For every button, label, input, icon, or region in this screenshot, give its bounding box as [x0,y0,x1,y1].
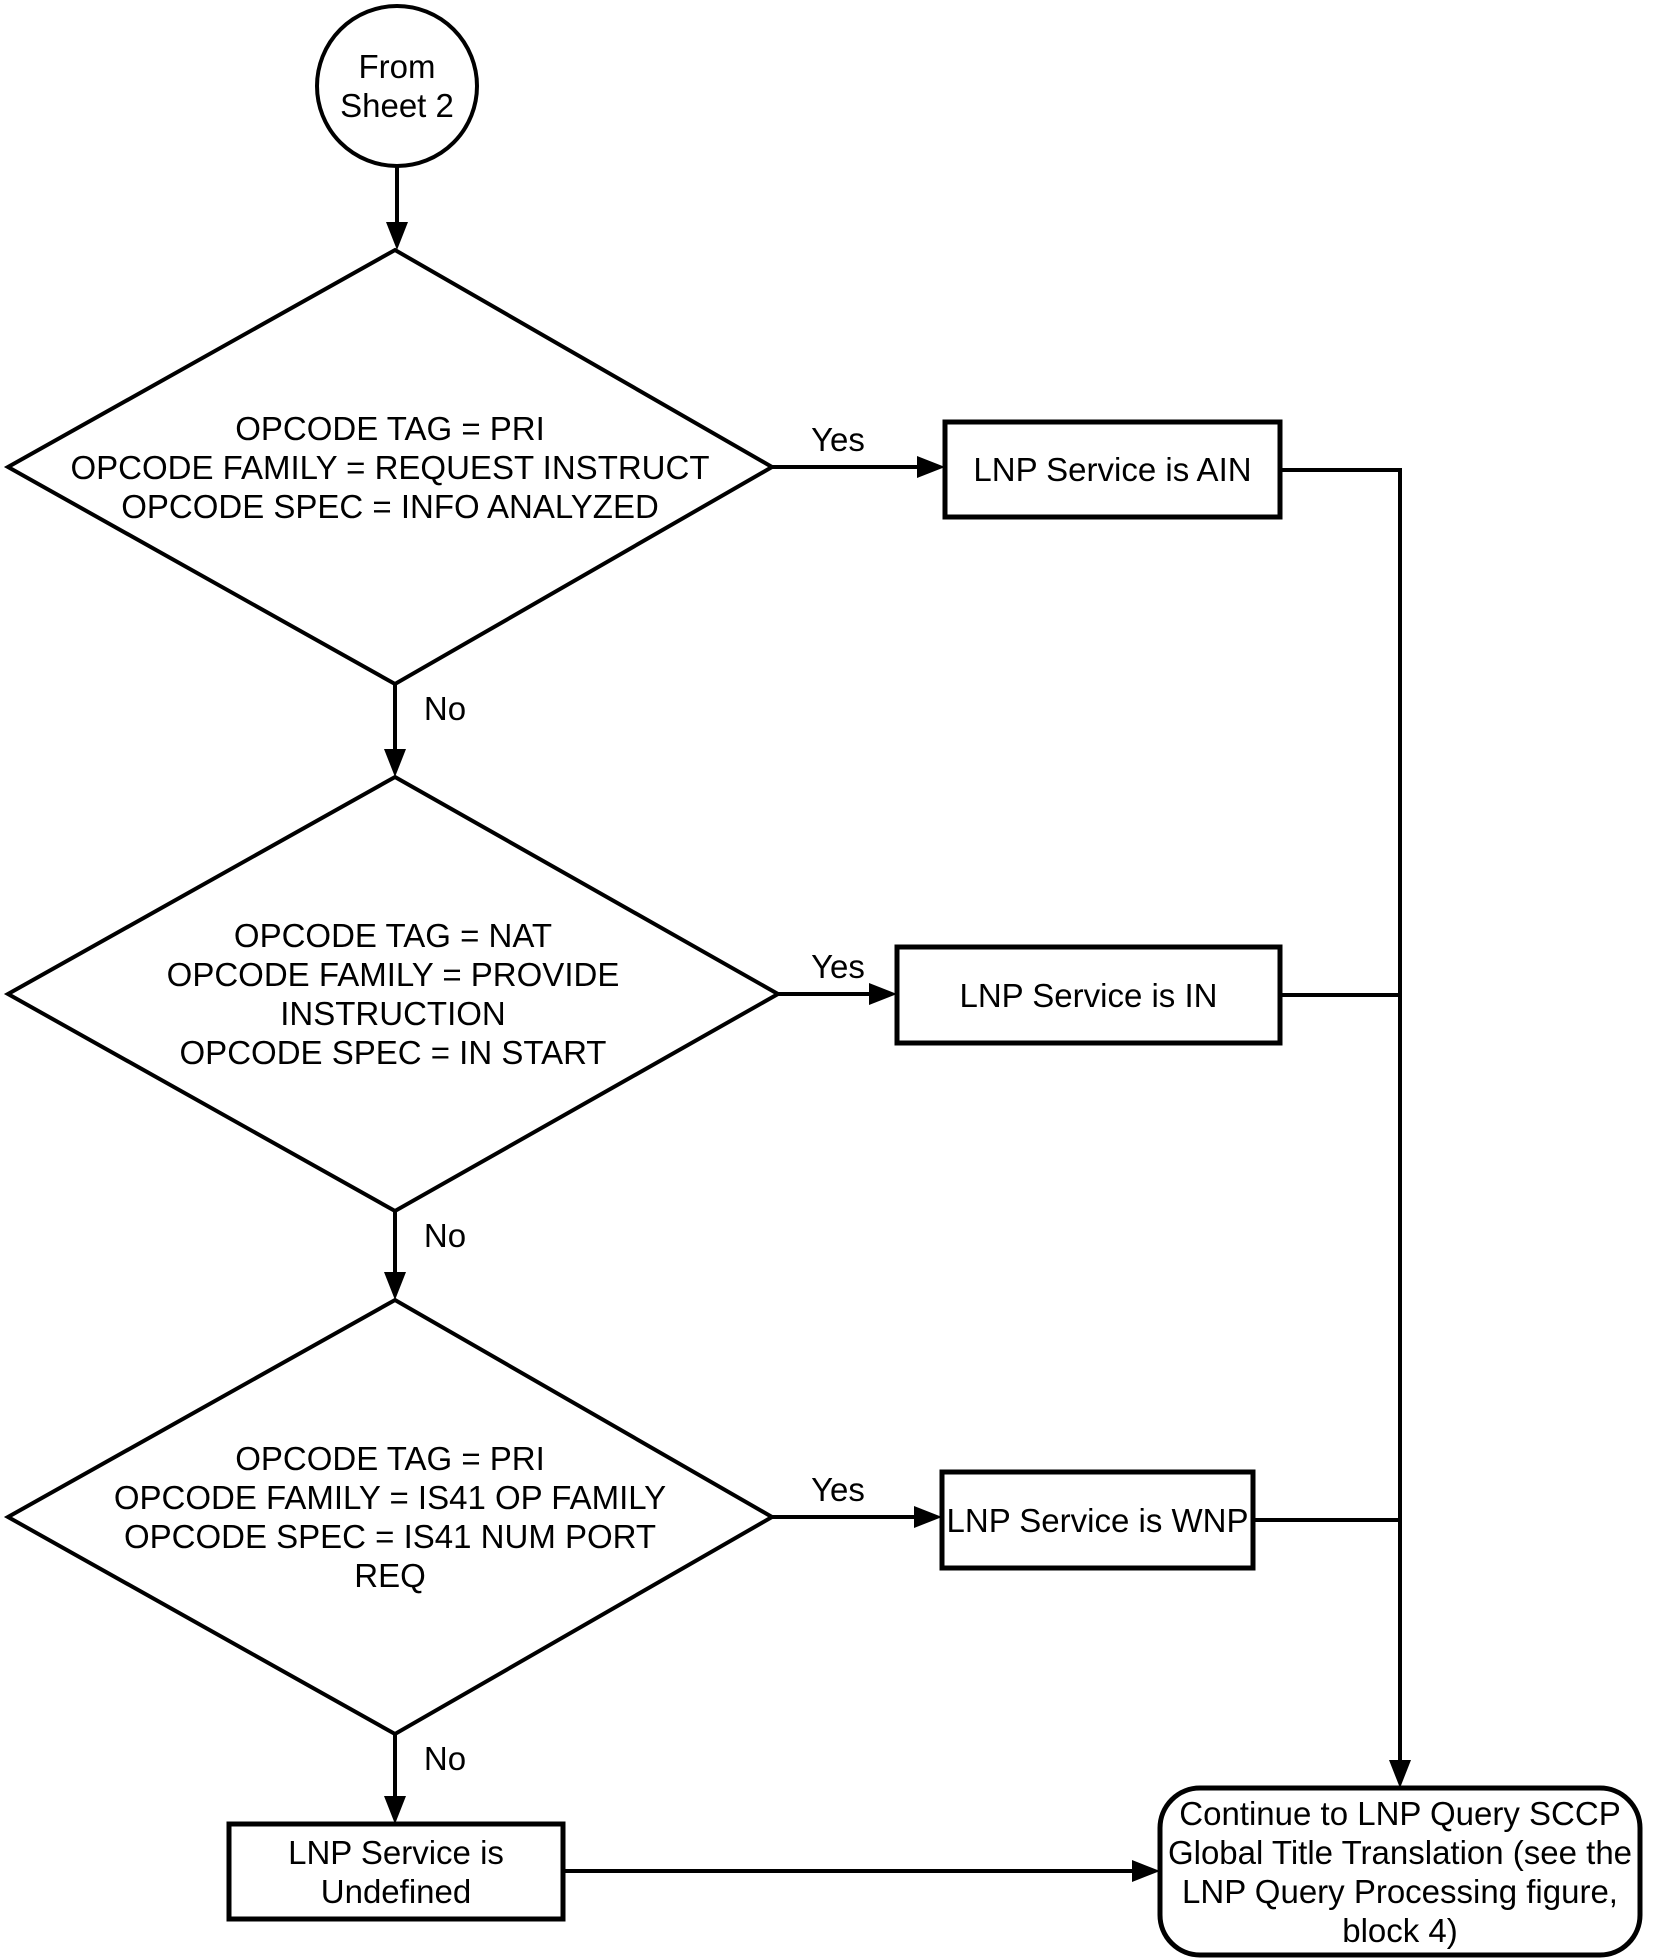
decision2-label: OPCODE TAG = NAT OPCODE FAMILY = PROVIDE… [73,914,713,1074]
decision1-line1: OPCODE TAG = PRI [235,409,545,447]
process-in-text: LNP Service is IN [959,976,1218,1014]
process-in-box [894,944,1283,1046]
process-undefined-label: LNP Service is Undefined [229,1824,563,1919]
terminal-line2: Global Title Translation (see the [1167,1833,1633,1871]
decision1-label: OPCODE TAG = PRI OPCODE FAMILY = REQUEST… [70,407,710,527]
decision3-label: OPCODE TAG = PRI OPCODE FAMILY = IS41 OP… [70,1437,710,1597]
decision3-line2: OPCODE FAMILY = IS41 OP FAMILY [113,1479,667,1516]
process-ain-text: LNP Service is AIN [973,451,1252,488]
decision1-line3: OPCODE SPEC = INFO ANALYZED [121,487,659,525]
edge-label-yes1: Yes [811,420,865,458]
start-label-line2: Sheet 2 [340,87,454,124]
terminal-line1: Continue to LNP Query SCCP [1179,1794,1621,1832]
decision3-line4: REQ [354,1557,426,1594]
process-undefined-line1: LNP Service is [288,1833,504,1871]
process-wnp-text: LNP Service is WNP [946,1501,1249,1539]
arrowhead-into-decision2 [384,749,406,777]
arrowhead-into-decision3 [384,1272,406,1300]
edge-label-no2: No [423,1216,467,1254]
decision3-diamond [3,1297,777,1737]
decision1-diamond [3,247,777,687]
decision1-line2: OPCODE FAMILY = REQUEST INSTRUCT [70,448,710,486]
decision2-line2: OPCODE FAMILY = PROVIDE [166,956,620,993]
process-ain-box [942,419,1283,520]
process-undefined-line2: Undefined [320,1872,472,1910]
terminal-continue-label: Continue to LNP Query SCCP Global Title … [1160,1788,1640,1955]
terminal-line3: LNP Query Processing figure, [1182,1872,1618,1910]
arrowhead-into-decision1 [386,222,408,250]
edge-ain-to-terminal-trunk [1278,468,1402,1762]
process-wnp-label: LNP Service is WNP [942,1472,1253,1568]
decision2-diamond [3,774,783,1214]
arrowhead-undefined-into-terminal [1132,1860,1160,1882]
edge-label-yes3: Yes [811,1470,865,1508]
decision2-line3: INSTRUCTION [280,995,506,1032]
arrowhead-trunk-into-terminal [1389,1760,1411,1788]
process-undefined-box [226,1821,566,1922]
start-label: From Sheet 2 [307,26,487,146]
arrowhead-into-undefined [384,1796,406,1824]
decision2-line4: OPCODE SPEC = IN START [179,1034,607,1071]
terminal-line4: block 4) [1342,1911,1458,1949]
start-circle [315,4,479,168]
arrowhead-into-ain [917,456,945,478]
start-label-line1: From [358,48,436,85]
arrowhead-into-wnp [914,1506,942,1528]
edge-label-no3: No [423,1739,467,1777]
process-ain-label: LNP Service is AIN [945,422,1280,517]
decision3-line1: OPCODE TAG = PRI [235,1440,545,1477]
process-wnp-box [939,1469,1256,1571]
decision2-line1: OPCODE TAG = NAT [233,917,553,954]
arrowhead-into-in [869,983,897,1005]
edge-label-no1: No [423,689,467,727]
edge-label-yes2: Yes [811,947,865,985]
process-in-label: LNP Service is IN [897,947,1280,1043]
decision3-line3: OPCODE SPEC = IS41 NUM PORT [123,1518,657,1555]
